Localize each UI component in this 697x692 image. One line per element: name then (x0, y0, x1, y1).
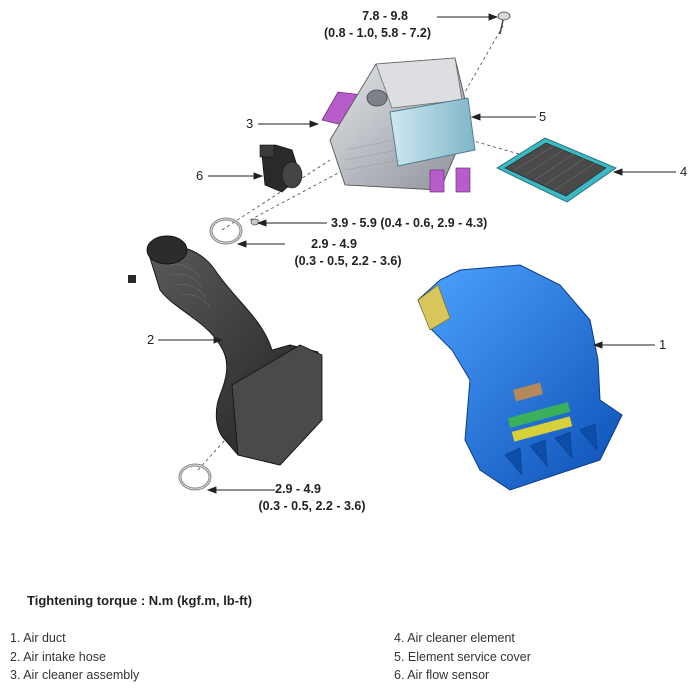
hose-clamp-lower-icon (178, 463, 212, 491)
legend-item: 1. Air duct (10, 631, 66, 645)
callout-leaders (158, 13, 676, 494)
torque-units-caption: Tightening torque : N.m (kgf.m, lb-ft) (27, 593, 253, 608)
air-cleaner-assembly-icon (321, 57, 476, 193)
torque-clamp-upper-line2: (0.3 - 0.5, 2.2 - 3.6) (294, 254, 402, 268)
legend-left: 1. Air duct 2. Air intake hose 3. Air cl… (10, 629, 139, 685)
air-cleaner-element-icon (496, 137, 617, 203)
callout-6: 6 (196, 168, 204, 183)
legend-item: 2. Air intake hose (10, 649, 106, 664)
torque-sensor: 3.9 - 5.9 (0.4 - 0.6, 2.9 - 4.3) (331, 215, 487, 232)
callout-3: 3 (246, 116, 254, 131)
torque-clamp-lower-line1: 2.9 - 4.9 (275, 482, 321, 496)
legend-item: 3. Air cleaner assembly (10, 668, 140, 682)
callout-4: 4 (680, 164, 688, 179)
torque-top-line2: (0.8 - 1.0, 5.8 - 7.2) (324, 26, 431, 40)
torque-clamp-lower-line2: (0.3 - 0.5, 2.2 - 3.6) (258, 499, 366, 513)
air-flow-sensor-icon (259, 144, 303, 193)
legend-right: 4. Air cleaner element 5. Element servic… (394, 629, 531, 685)
callout-5: 5 (539, 109, 547, 124)
hose-clamp-upper-icon (209, 217, 243, 245)
torque-top-line1: 7.8 - 9.8 (362, 9, 408, 23)
legend-item: 6. Air flow sensor (394, 668, 490, 682)
air-duct-icon (417, 264, 623, 491)
callout-1: 1 (659, 337, 667, 352)
legend-item: 4. Air cleaner element (394, 631, 515, 645)
air-intake-hose-icon (128, 235, 323, 466)
bolt-icon (497, 11, 511, 35)
exploded-parts-diagram (128, 11, 676, 494)
callout-2: 2 (147, 332, 155, 347)
legend-item: 5. Element service cover (394, 649, 531, 664)
torque-clamp-lower: 2.9 - 4.9 (0.3 - 0.5, 2.2 - 3.6) (247, 481, 377, 515)
torque-clamp-upper: 2.9 - 4.9 (0.3 - 0.5, 2.2 - 3.6) (283, 236, 413, 270)
torque-sensor-line1: 3.9 - 5.9 (0.4 - 0.6, 2.9 - 4.3) (331, 216, 488, 230)
torque-top: 7.8 - 9.8 (0.8 - 1.0, 5.8 - 7.2) (324, 8, 440, 42)
torque-clamp-upper-line1: 2.9 - 4.9 (311, 237, 357, 251)
screw-icon (250, 218, 260, 226)
